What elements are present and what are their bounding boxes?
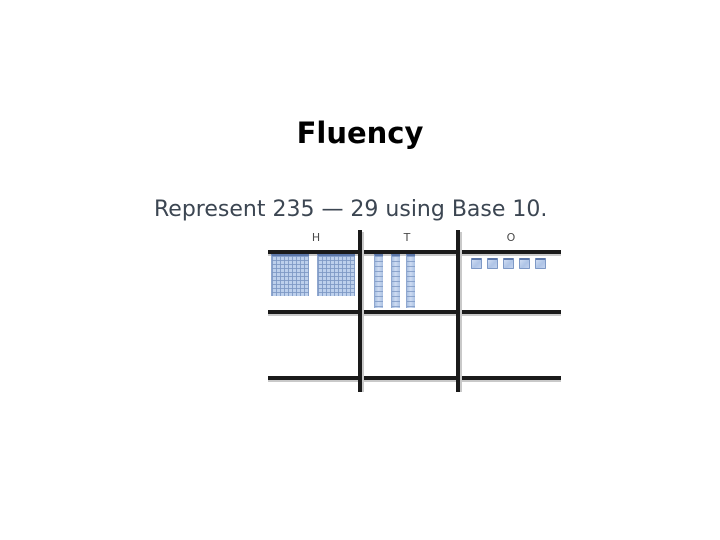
tens-rod-block: [406, 254, 415, 308]
place-value-chart: H T O: [265, 230, 565, 392]
ones-unit-block: [471, 258, 482, 269]
ones-unit-block: [487, 258, 498, 269]
grid-hline-3-shadow: [268, 380, 561, 382]
column-header-tens: T: [403, 231, 411, 244]
hundreds-flat-block: [317, 254, 355, 296]
page-title: Fluency: [296, 116, 424, 150]
hundreds-flat-block: [271, 254, 309, 296]
grid-hline-3: [268, 376, 561, 380]
column-header-ones: O: [506, 231, 516, 244]
grid-vline-1-shadow: [362, 232, 364, 392]
ones-unit-block: [503, 258, 514, 269]
tens-rod-block: [374, 254, 383, 308]
grid-vline-1: [358, 230, 362, 392]
grid-vline-2: [456, 230, 460, 392]
grid-hline-1: [268, 250, 561, 254]
ones-unit-block: [519, 258, 530, 269]
column-header-hundreds: H: [311, 231, 321, 244]
tens-rod-block: [391, 254, 400, 308]
prompt-text: Represent 235 — 29 using Base 10.: [154, 197, 548, 222]
grid-vline-2-shadow: [460, 232, 462, 392]
grid-hline-2-shadow: [268, 314, 561, 316]
grid-hline-2: [268, 310, 561, 314]
ones-unit-block: [535, 258, 546, 269]
